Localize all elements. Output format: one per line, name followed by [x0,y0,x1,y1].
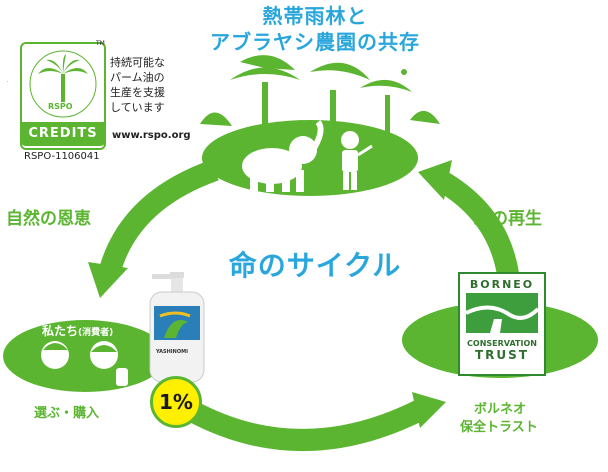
bct-map-icon [465,293,540,333]
rspo-desc-line: パーム油の [110,71,165,84]
rspo-desc-line: 生産を支援 [110,86,165,99]
elephant-silhouette [242,120,324,192]
rspo-ring-text: SUPPORTS SUSTAINABLE PALM OIL [4,78,8,82]
rspo-credits: CREDITS [20,122,106,146]
arrowhead-nature-gift [88,262,128,298]
product-bottle [149,272,205,383]
label-forest-regen: 森の再生 [474,209,542,229]
bct-line-3: TRUST [475,348,529,362]
title-line-1: 熱帯雨林と [262,4,368,28]
palm-tree-icon [29,50,97,118]
consumers-sub-text: (消費者) [78,328,114,338]
bct-line-2: CONSERVATION [467,339,537,348]
rspo-desc-line: しています [110,101,165,114]
consumers-text: 私たち [42,324,79,338]
label-borneo-1: ボルネオ [474,402,527,417]
arrowhead-support [412,392,446,428]
people-icons [41,341,128,386]
label-support: 支 援 [278,429,318,449]
child-silhouette [341,131,373,190]
rspo-description: 持続可能な パーム油の 生産を支援 しています [110,55,165,115]
bct-logo: BORNEO CONSERVATION TRUST [458,272,546,376]
label-nature-gift: 自然の恩恵 [6,209,91,229]
bct-line-1: BORNEO [469,278,535,291]
rspo-tm: TM [96,40,105,47]
label-choose-buy: 選ぶ・購入 [34,406,100,421]
label-consumers: 私たち(消費者) [42,322,113,339]
arrow-support [184,400,425,451]
percent-badge: 1% [150,376,202,428]
arrowhead-forest-regen [418,160,452,200]
center-title: 命のサイクル [228,249,402,282]
forest-silhouette [200,55,440,142]
product-brand: YASHINOMI [156,349,188,355]
rspo-desc-line: 持続可能な [110,56,165,69]
label-borneo-2: 保全トラスト [460,420,538,435]
title-line-2: アブラヤシ農園の共存 [210,30,420,54]
rspo-id: RSPO-1106041 [24,151,100,162]
arrow-nature-gift [99,159,219,274]
rspo-logo-text: RSPO [48,102,73,111]
rspo-url: www.rspo.org [112,130,191,141]
